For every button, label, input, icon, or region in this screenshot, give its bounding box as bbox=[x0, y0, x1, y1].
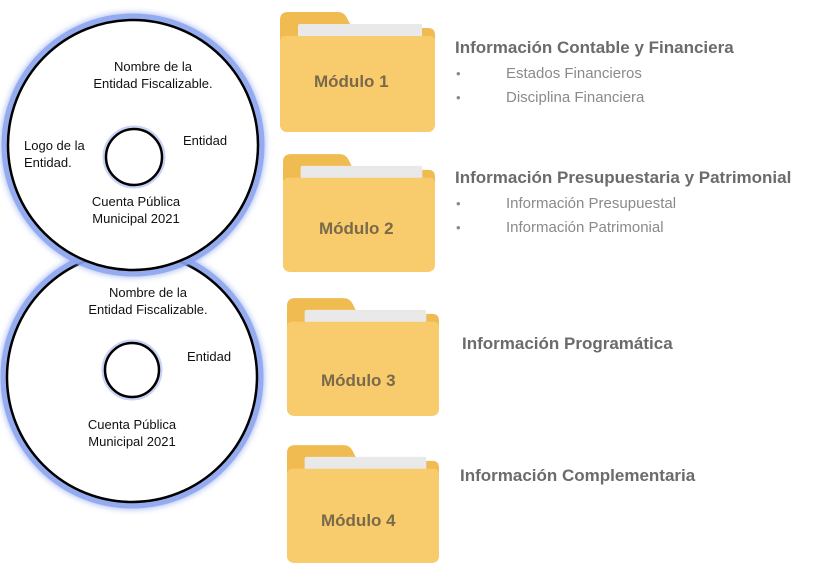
module-2-folder[interactable]: Módulo 2 bbox=[283, 153, 435, 273]
module-3-folder[interactable]: Módulo 3 bbox=[287, 297, 439, 417]
folder-icon bbox=[287, 444, 439, 564]
disc-2-account: Cuenta Pública Municipal 2021 bbox=[72, 416, 192, 450]
disc-1 bbox=[1, 13, 265, 277]
module-4-folder[interactable]: Módulo 4 bbox=[287, 444, 439, 564]
disc-2-account-line2: Municipal 2021 bbox=[88, 434, 176, 449]
module-1-item-label: Disciplina Financiera bbox=[506, 89, 645, 106]
disc-1-logo-line1: Logo de la bbox=[24, 138, 85, 153]
module-1-title: Información Contable y Financiera bbox=[455, 38, 734, 57]
module-2-label: Módulo 2 bbox=[319, 219, 394, 238]
disc-1-logo-label: Logo de la Entidad. bbox=[24, 137, 85, 171]
bullet-icon: • bbox=[456, 220, 461, 235]
disc-2-entity-label: Entidad bbox=[187, 349, 232, 364]
module-2-title: Información Presupuestaria y Patrimonial bbox=[455, 168, 792, 187]
disc-2-hole bbox=[103, 341, 161, 399]
discs-diagram bbox=[0, 13, 265, 509]
folder-icon bbox=[287, 297, 439, 417]
module-1-item-label: Estados Financieros bbox=[506, 65, 642, 82]
module-1-folder[interactable]: Módulo 1 bbox=[280, 12, 435, 132]
disc-2-entity-name: Nombre de la Entidad Fiscalizable. bbox=[73, 284, 223, 318]
disc-1-entity-name: Nombre de la Entidad Fiscalizable. bbox=[78, 58, 228, 92]
folder-icon bbox=[283, 153, 435, 273]
module-3-label: Módulo 3 bbox=[321, 371, 396, 390]
module-4-label: Módulo 4 bbox=[321, 511, 396, 530]
disc-1-account: Cuenta Pública Municipal 2021 bbox=[76, 193, 196, 227]
module-2-item-label: Información Presupuestal bbox=[506, 195, 677, 212]
disc-2-entity-name-line2: Entidad Fiscalizable. bbox=[88, 302, 208, 317]
bullet-icon: • bbox=[456, 66, 461, 81]
disc-1-entity-name-line2: Entidad Fiscalizable. bbox=[93, 76, 213, 91]
bullet-icon: • bbox=[456, 196, 461, 211]
module-3-title: Información Programática bbox=[462, 334, 673, 353]
module-4-title: Información Complementaria bbox=[460, 466, 696, 485]
disc-2-entity-name-line1: Nombre de la bbox=[108, 285, 188, 300]
disc-1-account-line2: Municipal 2021 bbox=[92, 211, 180, 226]
module-1-label: Módulo 1 bbox=[314, 72, 389, 91]
disc-1-account-line1: Cuenta Pública bbox=[91, 194, 181, 209]
disc-1-entity-label: Entidad bbox=[183, 133, 228, 148]
disc-1-glow bbox=[1, 13, 265, 277]
disc-1-logo-line2: Entidad. bbox=[24, 155, 72, 170]
disc-1-entity-name-line1: Nombre de la bbox=[113, 59, 193, 74]
module-2-item-label: Información Patrimonial bbox=[506, 219, 664, 236]
bullet-icon: • bbox=[456, 90, 461, 105]
disc-2-account-line1: Cuenta Pública bbox=[87, 417, 177, 432]
disc-1-hole bbox=[104, 127, 164, 187]
